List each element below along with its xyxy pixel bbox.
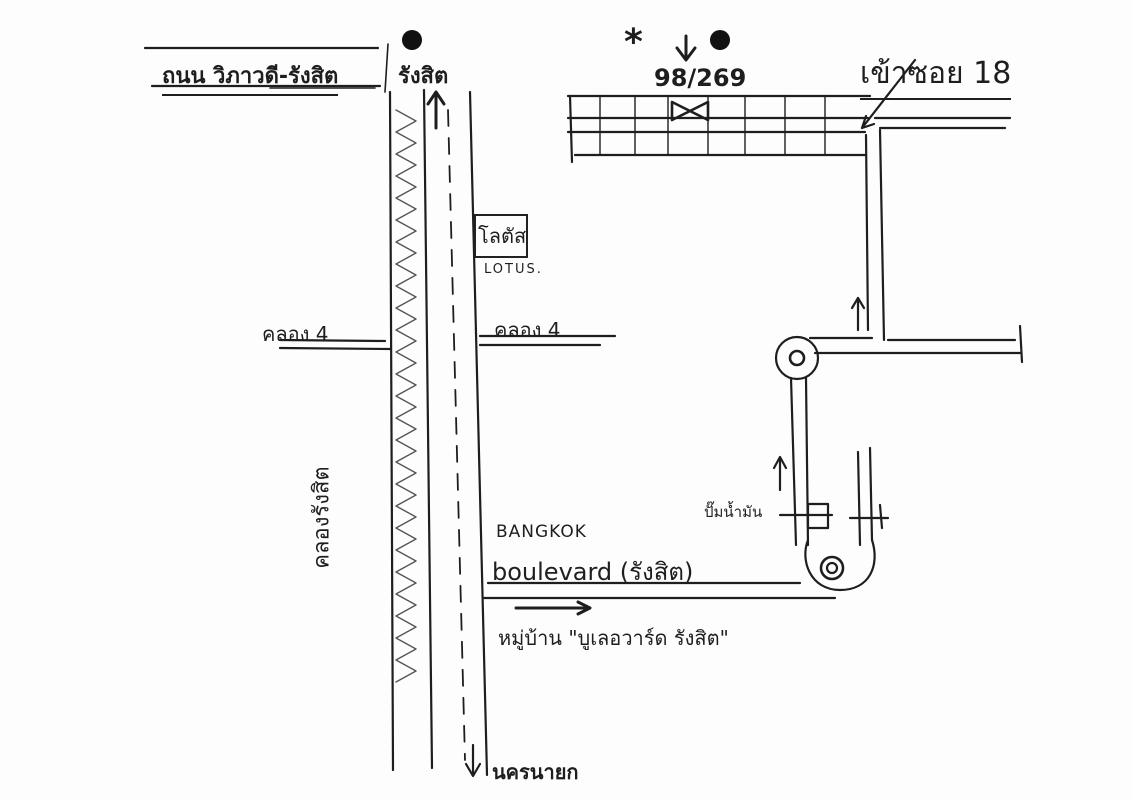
boulevard-road [482, 581, 837, 616]
right-horizontal-road [808, 324, 1024, 364]
canal-vertical-label: คลองรังสิต [309, 466, 335, 569]
gas-station-marker [778, 502, 890, 530]
north-arrow [426, 90, 446, 130]
rangsit-connector [384, 43, 389, 93]
khlong4-right-label: คลอง 4 [494, 318, 561, 342]
soi-entrance-arrow [860, 58, 917, 130]
middle-vertical-road [772, 376, 874, 547]
right-vertical-road [850, 128, 886, 342]
lotus-store-box [474, 214, 528, 258]
lotus-thai-label: โลตัส [478, 224, 527, 248]
gas-station-label: ปั๊มน้ำมัน [704, 503, 763, 521]
soi-entrance-label: เข้าซอย 18 [860, 50, 1012, 100]
vibhavadi-road-lines [143, 46, 382, 89]
road-vibhavadi-label: ถนน วิภาวดี-รังสิต [162, 58, 339, 96]
roundabout-top [774, 335, 820, 381]
roundabout-bottom [804, 538, 876, 592]
nakhon-nayok-label: นครนายก [492, 760, 579, 784]
rangsit-label: รังสิต [398, 64, 449, 89]
house-arrow [675, 34, 697, 62]
boulevard-label: boulevard (รังสิต) [492, 558, 694, 586]
house-marker [670, 100, 710, 122]
house-number-label: 98/269 [654, 64, 747, 92]
marker-dot-right [710, 30, 730, 50]
south-arrow [464, 743, 482, 778]
khlong-rangsit-canal [388, 90, 417, 772]
khlong4-left-label: คลอง 4 [262, 322, 329, 346]
main-road [422, 88, 489, 777]
lotus-en-label: LOTUS. [484, 262, 543, 277]
soi-18-road [566, 94, 1012, 164]
bangkok-label: BANGKOK [496, 522, 587, 542]
asterisk-mark: * [624, 22, 643, 63]
village-label: หมู่บ้าน "บูเลอวาร์ด รังสิต" [498, 626, 729, 650]
khlong-4-lines [278, 334, 617, 351]
marker-dot-left [402, 30, 422, 50]
